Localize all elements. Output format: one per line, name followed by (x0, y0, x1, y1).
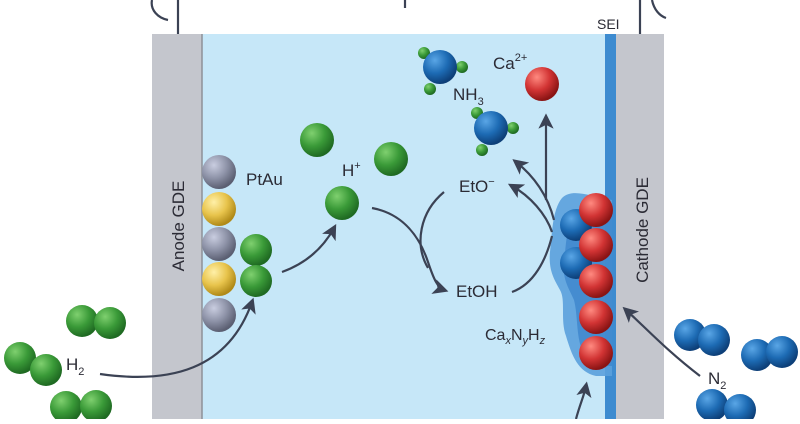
cathode-gde-label: Cathode GDE (633, 177, 652, 283)
sei-label: SEI (597, 16, 620, 32)
n2-label: N2 (708, 369, 726, 392)
eto-cycle-arrow (419, 191, 445, 269)
caxnyhz-sub-y: y (522, 335, 530, 347)
caxnyhz-sub-z: z (539, 335, 546, 347)
proton-to-etoh-arrow (371, 206, 449, 294)
calcium-atom (579, 300, 613, 334)
calcium-atom (579, 336, 613, 370)
ca2-superscript: 2+ (515, 52, 528, 64)
calcium-atom (579, 228, 613, 262)
n2-to-cathode-arrow (622, 306, 701, 377)
proton-ion (325, 186, 359, 220)
hydrogen-atom (240, 234, 272, 266)
proton-ion (374, 142, 408, 176)
ptau-label: PtAu (246, 170, 283, 189)
caxnyhz-deposit (560, 193, 613, 370)
h2-subscript: 2 (78, 366, 84, 378)
nh3-molecule (418, 47, 468, 95)
caxnyhz-sub-x: x (504, 335, 511, 347)
h-plus-superscript: + (354, 160, 360, 172)
calcium-atom (579, 193, 613, 227)
ca2-label: Ca2+ (493, 52, 527, 73)
hydrogen-atom (240, 265, 272, 297)
pt-atom (202, 298, 236, 332)
anode-to-proton-arrow (281, 223, 337, 274)
anode-gde-label: Anode GDE (169, 181, 188, 272)
calcium-atom (579, 264, 613, 298)
h2-label: H2 (66, 355, 84, 378)
au-atom (202, 262, 236, 296)
nh3-molecule (471, 107, 519, 156)
eto-label: EtO− (459, 176, 495, 196)
deposit-to-nh3-arrow (512, 159, 556, 221)
cathode-gde (616, 34, 664, 419)
h2-molecules (4, 305, 126, 423)
external-circuit-wires (150, 0, 667, 34)
caxnyhz-label: CaxNyHz (485, 327, 546, 347)
proton-group (300, 123, 408, 220)
bottom-to-deposit-arrow (574, 381, 592, 420)
n2-molecules (674, 319, 798, 424)
deposit-to-eto-arrow (507, 183, 554, 233)
ptau-catalyst-stack (202, 155, 272, 332)
etoh-to-deposit-arrow (511, 235, 554, 294)
etoh-label: EtOH (456, 282, 498, 301)
n2-subscript: 2 (720, 380, 726, 392)
eto-superscript: − (488, 176, 494, 188)
pt-atom (202, 155, 236, 189)
anode-gde (152, 34, 203, 419)
au-atom (202, 192, 236, 226)
h-plus-label: H+ (342, 160, 361, 180)
h2-to-anode-arrow (99, 297, 256, 378)
nh3-label: NH3 (453, 85, 484, 108)
nh3-subscript: 3 (478, 96, 484, 108)
calcium-ion (525, 67, 559, 101)
reaction-arrows (99, 113, 701, 420)
pt-atom (202, 227, 236, 261)
proton-ion (300, 123, 334, 157)
